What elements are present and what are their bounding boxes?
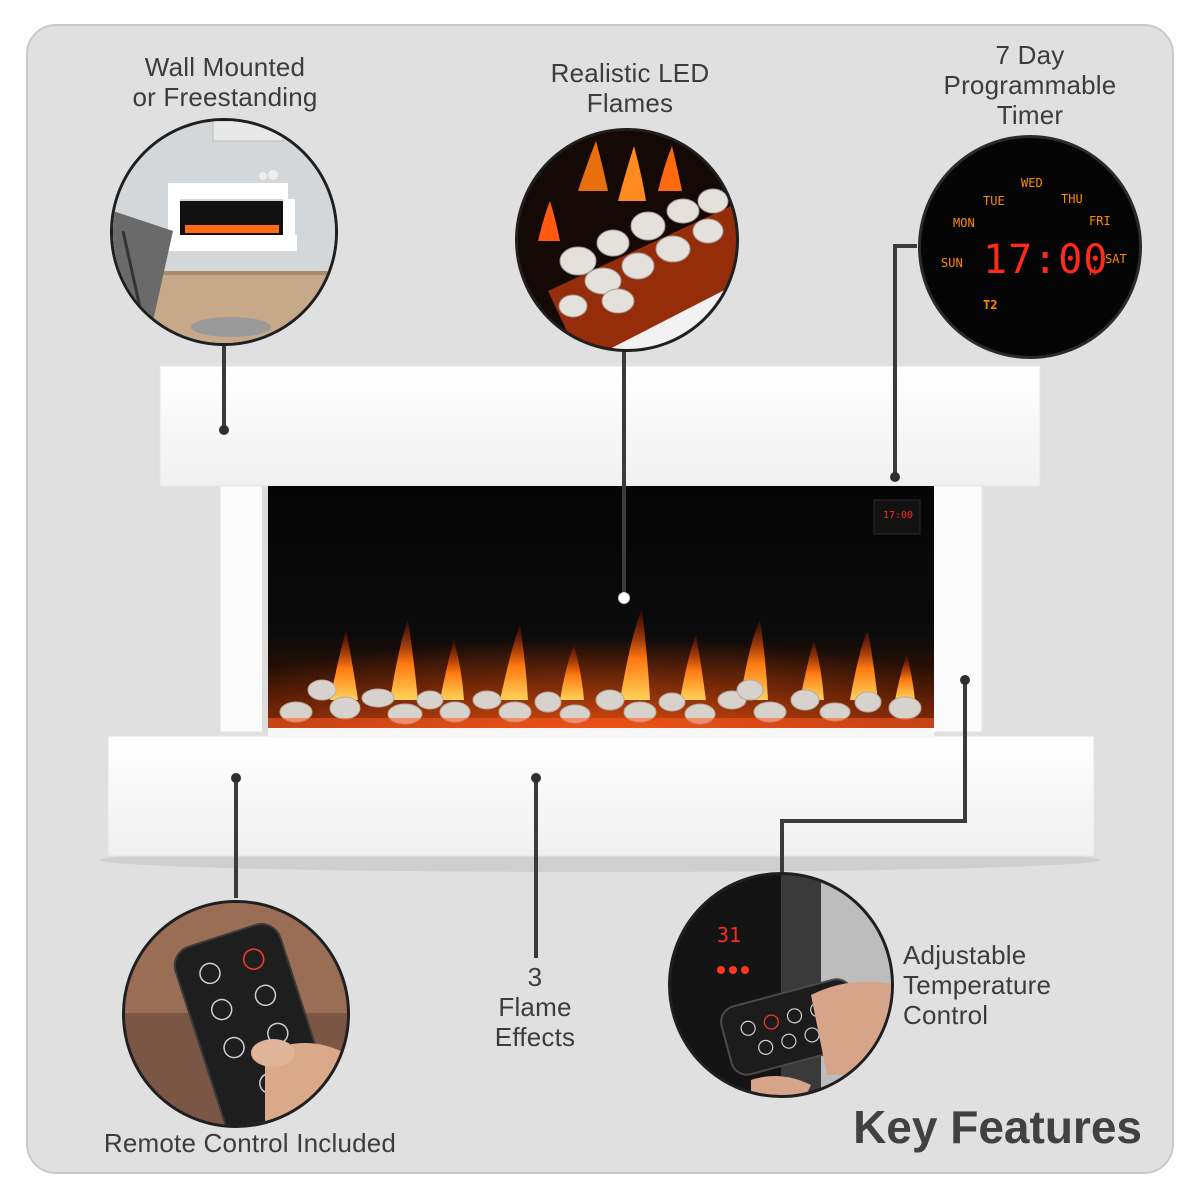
label-line: Wall Mounted bbox=[144, 52, 306, 82]
label-line: 3 bbox=[527, 962, 543, 992]
timer-time-readout: 17:00 bbox=[983, 237, 1109, 283]
marker-dot bbox=[619, 593, 629, 603]
marker-dot bbox=[531, 773, 541, 783]
marker-dot bbox=[960, 675, 970, 685]
day-sun: SUN bbox=[941, 256, 963, 270]
day-thu: THU bbox=[1061, 192, 1083, 206]
label-line: Control bbox=[903, 1000, 989, 1030]
label-line: 7 Day bbox=[995, 40, 1065, 70]
label-remote: Remote Control Included bbox=[70, 1128, 430, 1158]
label-temperature: Adjustable Temperature Control bbox=[903, 940, 1123, 1030]
day-sat: SAT bbox=[1105, 252, 1127, 266]
label-timer: 7 Day Programmable Timer bbox=[905, 40, 1155, 130]
connector-timer-v bbox=[893, 244, 897, 476]
timer-program-label: T2 bbox=[983, 298, 998, 312]
marker-dot bbox=[219, 425, 229, 435]
connector-temperature-v1 bbox=[963, 680, 967, 822]
page-title: Key Features bbox=[853, 1101, 1142, 1153]
temperature-control-image: 31 bbox=[668, 872, 894, 1098]
flames-closeup-image bbox=[515, 128, 739, 352]
label-line: Realistic LED bbox=[550, 58, 710, 88]
label-line: Adjustable bbox=[903, 940, 1027, 970]
temperature-readout: 31 bbox=[717, 923, 742, 947]
timer-display-image: MON TUE WED THU FRI SAT SUN 17:00 H T2 bbox=[918, 135, 1142, 359]
connector-led-flames bbox=[622, 345, 626, 597]
label-line: Flames bbox=[586, 88, 674, 118]
remote-control-image bbox=[122, 900, 350, 1128]
connector-temperature-v2 bbox=[780, 819, 784, 875]
label-line: Effects bbox=[494, 1022, 576, 1052]
label-flame-effects: 3 Flame Effects bbox=[455, 962, 615, 1052]
marker-dot bbox=[231, 773, 241, 783]
label-line: Timer bbox=[996, 100, 1064, 130]
label-line: Flame bbox=[498, 992, 572, 1022]
room-scene-image bbox=[110, 118, 338, 346]
connector-temperature-h bbox=[780, 819, 967, 823]
connector-remote bbox=[234, 778, 238, 898]
label-line: or Freestanding bbox=[132, 82, 318, 112]
marker-dot bbox=[890, 472, 900, 482]
glass-display-readout: 17:00 bbox=[882, 510, 914, 521]
label-led-flames: Realistic LED Flames bbox=[505, 58, 755, 118]
day-tue: TUE bbox=[983, 194, 1005, 208]
connector-timer-h bbox=[893, 244, 917, 248]
day-mon: MON bbox=[953, 216, 975, 230]
label-line: Programmable bbox=[943, 70, 1117, 100]
label-line: Temperature bbox=[903, 970, 1052, 1000]
connector-wall-mounted bbox=[222, 340, 226, 430]
day-fri: FRI bbox=[1089, 214, 1111, 228]
label-line: Remote Control Included bbox=[103, 1128, 397, 1158]
timer-hour-suffix: H bbox=[1089, 264, 1097, 278]
day-wed: WED bbox=[1021, 176, 1043, 190]
connector-flame-effects bbox=[534, 778, 538, 958]
label-wall-mounted: Wall Mounted or Freestanding bbox=[100, 52, 350, 112]
